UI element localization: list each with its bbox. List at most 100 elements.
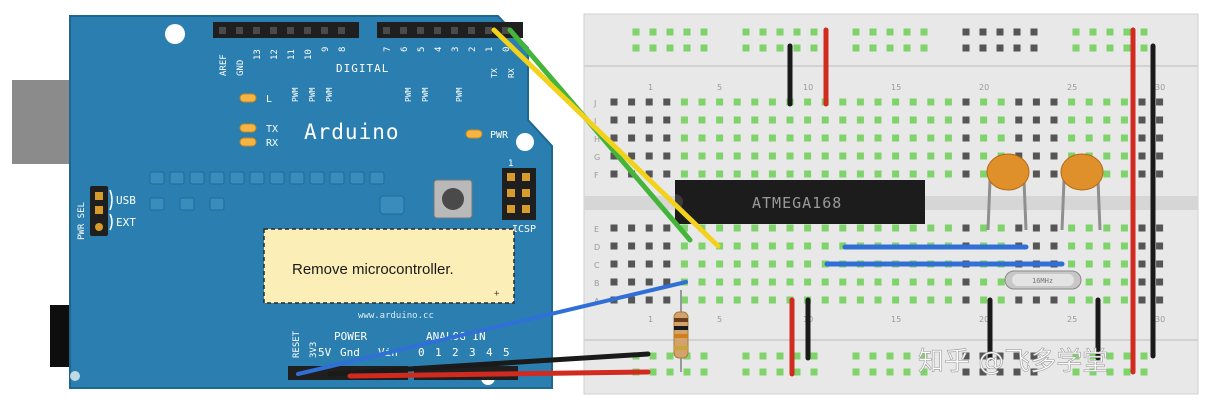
breadboard-hole	[1123, 352, 1131, 360]
breadboard-hole	[980, 278, 988, 286]
breadboard-hole	[996, 28, 1004, 36]
breadboard-hole	[886, 368, 894, 376]
breadboard-hole	[839, 134, 847, 142]
breadboard-hole	[645, 170, 653, 178]
breadboard-hole	[874, 296, 882, 304]
led-pwr-label: PWR	[490, 130, 509, 141]
column-number: 25	[1067, 315, 1077, 324]
breadboard-hole	[856, 152, 864, 160]
breadboard-hole	[874, 98, 882, 106]
breadboard-hole	[751, 278, 759, 286]
breadboard-hole	[1156, 296, 1164, 304]
breadboard-hole	[1015, 224, 1023, 232]
breadboard-hole	[742, 352, 750, 360]
breadboard-hole	[716, 296, 724, 304]
breadboard-hole	[1138, 278, 1146, 286]
breadboard-hole	[944, 98, 952, 106]
breadboard-hole	[768, 278, 776, 286]
breadboard-hole	[944, 278, 952, 286]
breadboard-hole	[1013, 368, 1021, 376]
breadboard-hole	[1068, 296, 1076, 304]
breadboard-hole	[839, 98, 847, 106]
breadboard-hole	[839, 224, 847, 232]
breadboard-hole	[663, 134, 671, 142]
column-number: 25	[1067, 83, 1077, 92]
breadboard-hole	[920, 28, 928, 36]
breadboard-hole	[810, 368, 818, 376]
breadboard-hole	[892, 170, 900, 178]
breadboard-hole	[1103, 260, 1111, 268]
breadboard-hole	[663, 170, 671, 178]
breadboard-hole	[1089, 44, 1097, 52]
breadboard-hole	[980, 116, 988, 124]
crystal-label: 16MHz	[1032, 277, 1053, 285]
breadboard-hole	[786, 278, 794, 286]
icsp-pin-number: 1	[508, 159, 513, 169]
breadboard-hole	[1156, 242, 1164, 250]
breadboard-hole	[869, 368, 877, 376]
breadboard-hole	[768, 98, 776, 106]
breadboard-hole	[645, 224, 653, 232]
breadboard-hole	[810, 352, 818, 360]
breadboard-hole	[610, 116, 618, 124]
column-number: 5	[717, 83, 722, 92]
column-number: 5	[717, 315, 722, 324]
breadboard-hole	[645, 116, 653, 124]
breadboard-hole	[1106, 28, 1114, 36]
breadboard-hole	[1030, 352, 1038, 360]
breadboard-hole	[663, 278, 671, 286]
breadboard-hole	[962, 170, 970, 178]
breadboard-hole	[1140, 352, 1148, 360]
breadboard-hole	[909, 224, 917, 232]
column-number: 15	[891, 315, 901, 324]
breadboard-hole	[874, 134, 882, 142]
breadboard-hole	[892, 278, 900, 286]
chip-label: ATMEGA168	[752, 194, 842, 212]
breadboard-hole	[856, 170, 864, 178]
breadboard-hole	[1085, 242, 1093, 250]
breadboard-hole	[1156, 278, 1164, 286]
pin-label-aref: AREF	[219, 54, 229, 76]
breadboard-hole	[733, 152, 741, 160]
breadboard-hole	[793, 44, 801, 52]
breadboard-hole	[903, 44, 911, 52]
breadboard-hole	[1156, 116, 1164, 124]
breadboard-hole	[733, 170, 741, 178]
breadboard-hole	[680, 116, 688, 124]
breadboard-hole	[649, 368, 657, 376]
breadboard-hole	[962, 368, 970, 376]
breadboard-hole	[1120, 260, 1128, 268]
breadboard-hole	[768, 224, 776, 232]
breadboard-hole	[886, 352, 894, 360]
breadboard-hole	[645, 296, 653, 304]
breadboard-hole	[680, 134, 688, 142]
breadboard-hole	[909, 152, 917, 160]
header-top-left	[213, 22, 359, 38]
pwm-label: PWM	[291, 87, 300, 102]
breadboard-hole	[869, 44, 877, 52]
breadboard-hole	[962, 98, 970, 106]
breadboard-hole	[1015, 134, 1023, 142]
breadboard-hole	[1138, 116, 1146, 124]
wire-blue	[296, 280, 688, 376]
breadboard-hole	[698, 278, 706, 286]
breadboard-hole	[768, 116, 776, 124]
breadboard-hole	[698, 134, 706, 142]
breadboard-hole	[1050, 296, 1058, 304]
breadboard-hole	[786, 242, 794, 250]
analog-pin-1: 1	[435, 346, 442, 359]
row-letter: F	[594, 171, 599, 180]
breadboard-hole	[962, 152, 970, 160]
breadboard-hole	[1106, 44, 1114, 52]
breadboard-hole	[663, 242, 671, 250]
breadboard-hole	[927, 134, 935, 142]
row-letter: G	[594, 153, 600, 162]
breadboard-hole	[1068, 134, 1076, 142]
breadboard-hole	[1156, 152, 1164, 160]
breadboard-hole	[1013, 28, 1021, 36]
breadboard-hole	[996, 368, 1004, 376]
breadboard-hole	[1089, 28, 1097, 36]
breadboard-hole	[804, 260, 812, 268]
breadboard-hole	[1032, 296, 1040, 304]
breadboard-hole	[768, 242, 776, 250]
